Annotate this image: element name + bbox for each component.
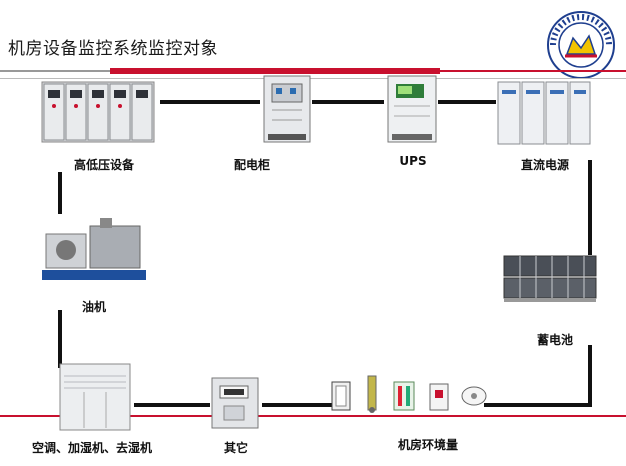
label-distribution: 配电柜 — [233, 158, 271, 172]
switchgear-image — [41, 81, 155, 143]
meter-box-image — [211, 377, 259, 429]
wire-ac-other — [134, 403, 210, 407]
wire-dc-battery — [588, 160, 592, 255]
association-logo — [547, 11, 615, 79]
wire-other-environment — [262, 403, 332, 407]
wire-ups-dc — [438, 100, 496, 104]
wire-bottom-right — [484, 403, 592, 407]
wire-generator-ac — [58, 310, 62, 368]
label-dc-power: 直流电源 — [520, 158, 570, 172]
label-ac: 空调、加湿机、去湿机 — [32, 441, 153, 455]
label-ups: UPS — [399, 154, 427, 168]
wire-distribution-ups — [312, 100, 384, 104]
air-conditioner-image — [59, 363, 131, 431]
battery-image — [503, 255, 597, 302]
footer-divider — [0, 415, 626, 417]
header-divider — [0, 68, 626, 79]
wire-battery-down — [588, 345, 592, 405]
page-title: 机房设备监控系统监控对象 — [8, 39, 218, 59]
wire-hvlv-generator — [58, 172, 62, 214]
label-battery: 蓄电池 — [536, 333, 574, 347]
ups-image — [387, 75, 437, 143]
label-other: 其它 — [223, 441, 249, 455]
generator-image — [42, 218, 146, 280]
wire-hvlv-distribution — [160, 100, 260, 104]
label-generator: 油机 — [81, 300, 107, 314]
label-hv-lv: 高低压设备 — [73, 158, 135, 172]
label-environment: 机房环境量 — [397, 438, 459, 452]
distribution-cabinet-image — [263, 75, 311, 143]
dc-power-image — [497, 81, 591, 145]
environment-sensors-image — [331, 375, 487, 413]
